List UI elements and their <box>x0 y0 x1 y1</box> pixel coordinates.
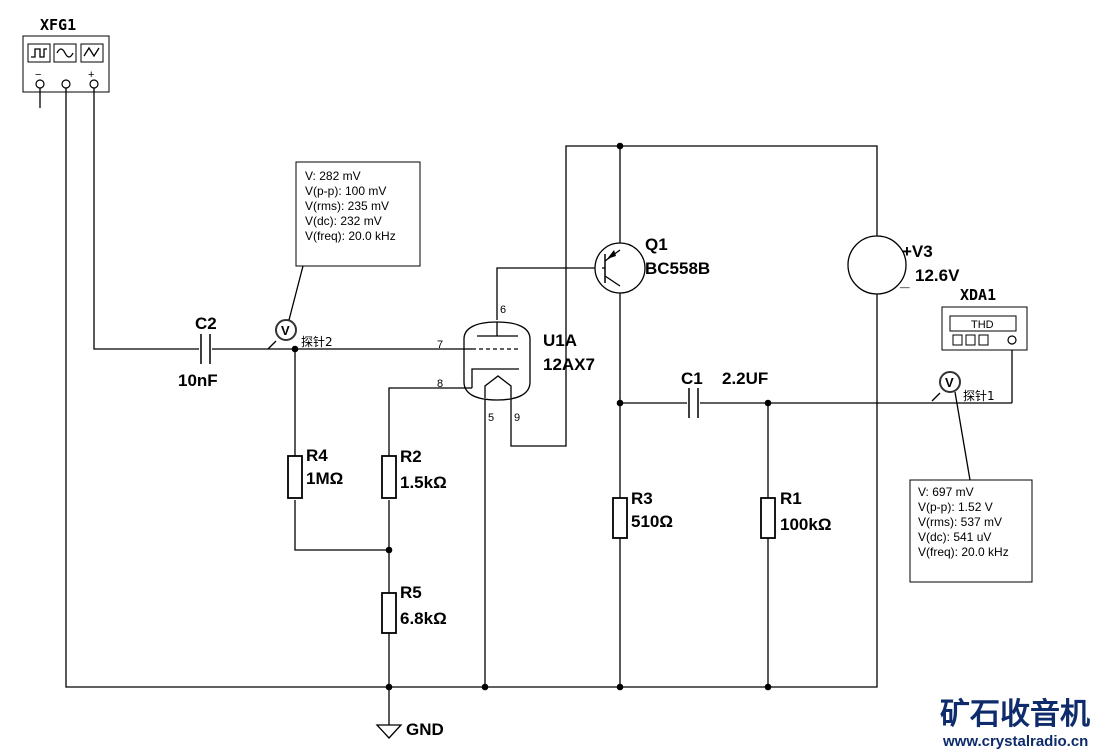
r5-value: 6.8kΩ <box>400 609 447 628</box>
readout-line: V(rms): 235 mV <box>305 199 389 213</box>
junction-dot <box>616 142 624 150</box>
probe-icon <box>275 319 297 341</box>
resistor-r2[interactable]: R2 1.5kΩ <box>381 447 447 499</box>
v3-value: 12.6V <box>915 266 960 285</box>
gnd-label: GND <box>406 720 444 739</box>
probe2-name: 探针2 <box>301 334 333 349</box>
readout-line: V(p-p): 100 mV <box>305 184 386 198</box>
dc-source-v3[interactable]: +V3 _ 12.6V <box>847 235 960 295</box>
tube-cathode <box>471 368 519 388</box>
tube-pin-6: 6 <box>500 304 506 316</box>
tube-pin-9: 9 <box>514 412 520 424</box>
distortion-analyzer-xda1[interactable]: XDA1 THD <box>941 286 1028 351</box>
watermark-url: www.crystalradio.cn <box>942 733 1088 750</box>
wires <box>39 88 1013 720</box>
svg-text:V: V <box>945 375 954 390</box>
readout-line: V: 282 mV <box>305 169 361 183</box>
xfg1-minus-label: − <box>35 69 41 81</box>
transistor-body <box>594 242 646 294</box>
r4-value: 1MΩ <box>306 469 343 488</box>
tube-pin-8: 8 <box>437 378 443 390</box>
vacuum-tube-u1a[interactable]: 6 7 8 5 9 U1A 12AX7 <box>437 304 595 424</box>
r2-ref: R2 <box>400 447 422 466</box>
r3-value: 510Ω <box>631 512 673 531</box>
junction-dot <box>764 683 772 691</box>
readout-line: V: 697 mV <box>918 485 974 499</box>
r2-value: 1.5kΩ <box>400 473 447 492</box>
r1-ref: R1 <box>780 489 802 508</box>
ground-symbol[interactable]: GND <box>375 720 444 739</box>
probe-icon <box>939 371 961 393</box>
xda1-label: XDA1 <box>960 286 996 304</box>
capacitor-c1[interactable]: C1 2.2UF <box>681 369 768 418</box>
xda1-button <box>978 334 989 346</box>
square-wave-glyph <box>31 48 47 58</box>
readout-line: V(rms): 537 mV <box>918 515 1002 529</box>
tube-envelope <box>463 321 531 401</box>
junctions <box>291 142 772 691</box>
voltage-probe-1[interactable]: V 探针1 <box>931 371 995 481</box>
u1a-ref: U1A <box>543 331 577 350</box>
xda1-input-terminal <box>1007 335 1017 345</box>
readout-line: V(p-p): 1.52 V <box>918 500 993 514</box>
xda1-button <box>952 334 963 346</box>
junction-dot <box>764 399 772 407</box>
resistor-r4[interactable]: R4 1MΩ <box>287 446 343 499</box>
voltage-probe-2[interactable]: V 探针2 <box>267 265 333 350</box>
junction-dot <box>616 683 624 691</box>
c2-ref: C2 <box>195 314 217 333</box>
xfg1-minus-terminal[interactable] <box>35 79 45 89</box>
watermark-brand: 矿石收音机 <box>940 697 1090 732</box>
xfg1-plus-label: + <box>88 69 94 81</box>
junction-dot <box>385 683 393 691</box>
xda1-display-text: THD <box>971 319 994 331</box>
svg-text:V: V <box>281 323 290 338</box>
square-wave-icon[interactable] <box>27 43 51 63</box>
tube-heater <box>484 375 512 398</box>
triangle-wave-glyph <box>83 46 100 58</box>
resistor-r1[interactable]: R1 100kΩ <box>760 489 831 539</box>
watermark: 矿石收音机 www.crystalradio.cn <box>940 697 1090 750</box>
resistor-r5[interactable]: R5 6.8kΩ <box>381 583 447 634</box>
xfg1-label: XFG1 <box>40 16 76 34</box>
u1a-value: 12AX7 <box>543 355 595 374</box>
probe1-name: 探针1 <box>963 388 995 403</box>
xfg1-plus-terminal[interactable] <box>89 79 99 89</box>
c1-value: 2.2UF <box>722 369 768 388</box>
xda1-display <box>949 315 1017 332</box>
probe1-readout-box: V: 697 mV V(p-p): 1.52 V V(rms): 537 mV … <box>909 479 1033 583</box>
xfg1-common-terminal[interactable] <box>61 79 71 89</box>
r3-ref: R3 <box>631 489 653 508</box>
probe2-readout-box: V: 282 mV V(p-p): 100 mV V(rms): 235 mV … <box>295 161 421 267</box>
v3-minus: _ <box>899 271 910 290</box>
readout-line: V(dc): 232 mV <box>305 214 382 228</box>
v3-ref: +V3 <box>902 242 933 261</box>
r5-ref: R5 <box>400 583 422 602</box>
junction-dot <box>481 683 489 691</box>
q1-ref: Q1 <box>645 235 668 254</box>
capacitor-c2[interactable]: C2 10nF <box>178 314 218 390</box>
r1-value: 100kΩ <box>780 515 831 534</box>
function-generator-xfg1[interactable]: XFG1 − + <box>22 16 110 93</box>
junction-dot <box>385 546 393 554</box>
c1-ref: C1 <box>681 369 703 388</box>
readout-line: V(freq): 20.0 kHz <box>918 545 1009 559</box>
transistor-q1[interactable]: Q1 BC558B <box>594 235 710 294</box>
tube-pin-5: 5 <box>488 412 494 424</box>
junction-dot <box>291 345 299 353</box>
q1-value: BC558B <box>645 259 710 278</box>
resistor-r3[interactable]: R3 510Ω <box>612 489 673 539</box>
c2-value: 10nF <box>178 371 218 390</box>
junction-dot <box>616 399 624 407</box>
xda1-button <box>965 334 976 346</box>
r4-ref: R4 <box>306 446 328 465</box>
tube-pin-7: 7 <box>437 339 443 351</box>
readout-line: V(freq): 20.0 kHz <box>305 229 396 243</box>
readout-line: V(dc): 541 uV <box>918 530 991 544</box>
sine-wave-glyph <box>56 48 74 58</box>
